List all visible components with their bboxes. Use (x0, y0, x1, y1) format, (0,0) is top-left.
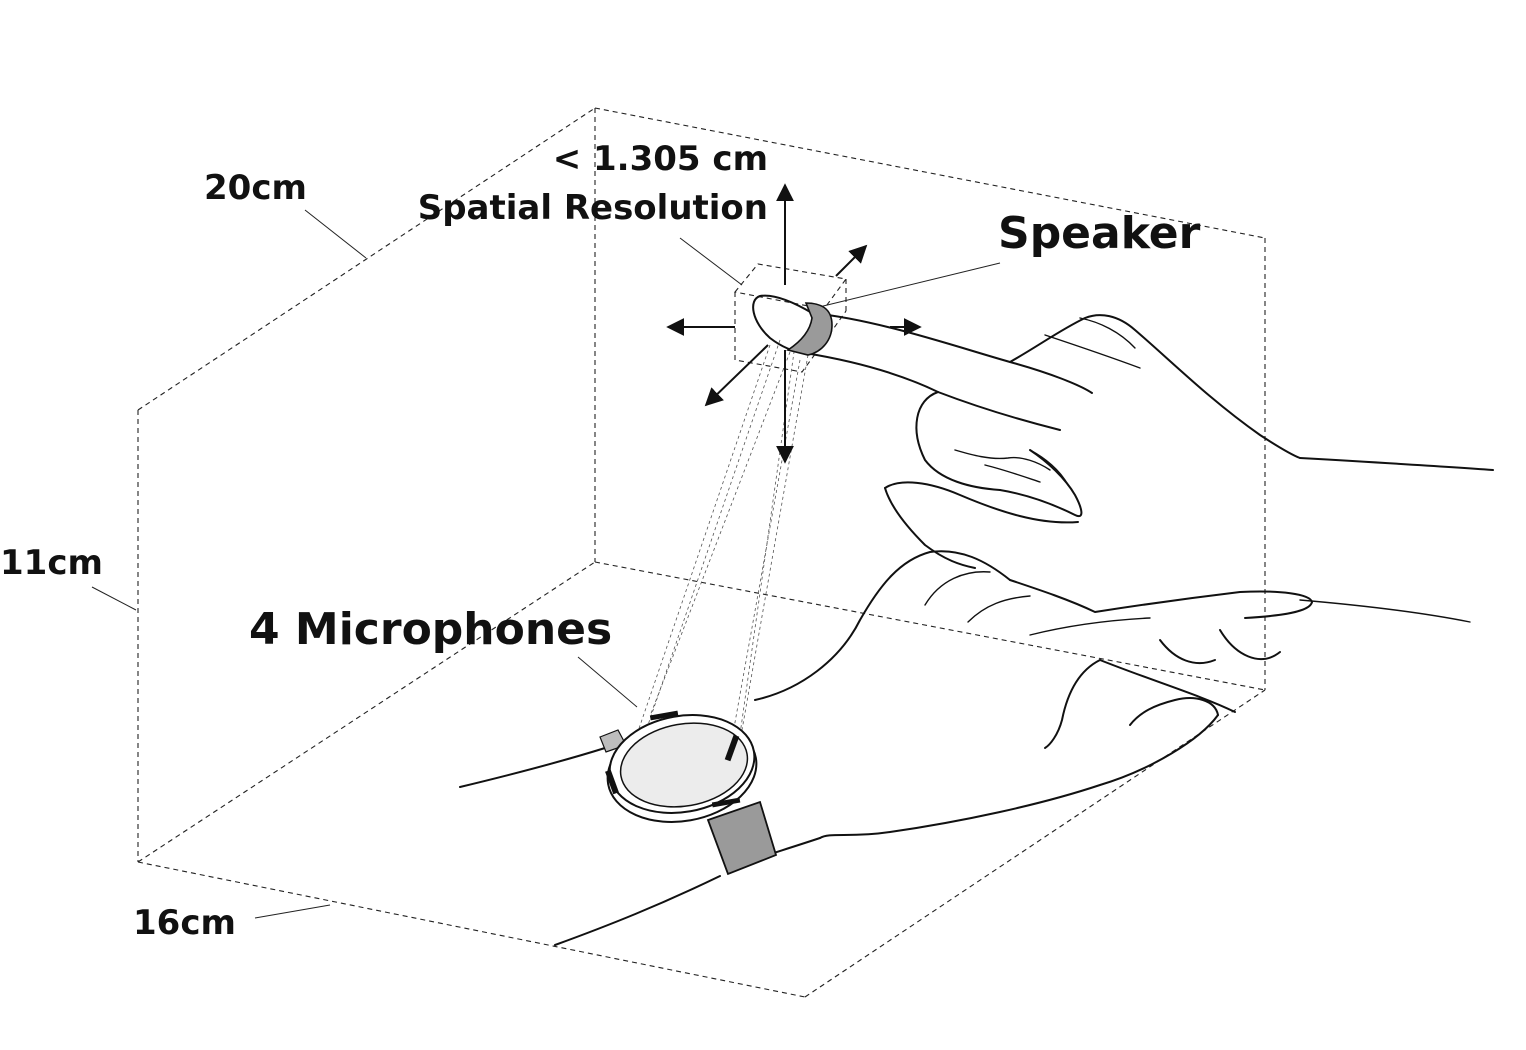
watch-face (619, 722, 749, 808)
acoustic-rays (617, 339, 809, 807)
microphone-4 (605, 769, 619, 795)
depth-label: 16cm (133, 903, 236, 943)
tracking-volume-box (137, 107, 1266, 998)
fingertip-speaker (752, 294, 833, 356)
smartwatch (599, 710, 778, 876)
resolution-caption-label: Spatial Resolution (418, 188, 768, 228)
direction-arrows (666, 183, 922, 464)
speaker-label: Speaker (998, 208, 1201, 259)
width-label: 20cm (204, 168, 307, 208)
height-leader (91, 586, 137, 611)
microphones-label: 4 Microphones (249, 604, 612, 655)
width-leader (304, 209, 367, 259)
pointing-hand (804, 312, 1494, 569)
resolution-leader (679, 237, 743, 286)
height-label: 11cm (0, 543, 103, 583)
microphone-1 (649, 710, 679, 721)
microphone-3 (711, 797, 741, 808)
resolution-value-label: < 1.305 cm (553, 139, 768, 179)
watch-strap (706, 800, 778, 876)
depth-leader (254, 904, 331, 919)
microphones-leader (577, 656, 638, 708)
microphone-2 (724, 734, 740, 762)
watch-hand (459, 550, 1471, 946)
speaker-ring (786, 302, 833, 356)
